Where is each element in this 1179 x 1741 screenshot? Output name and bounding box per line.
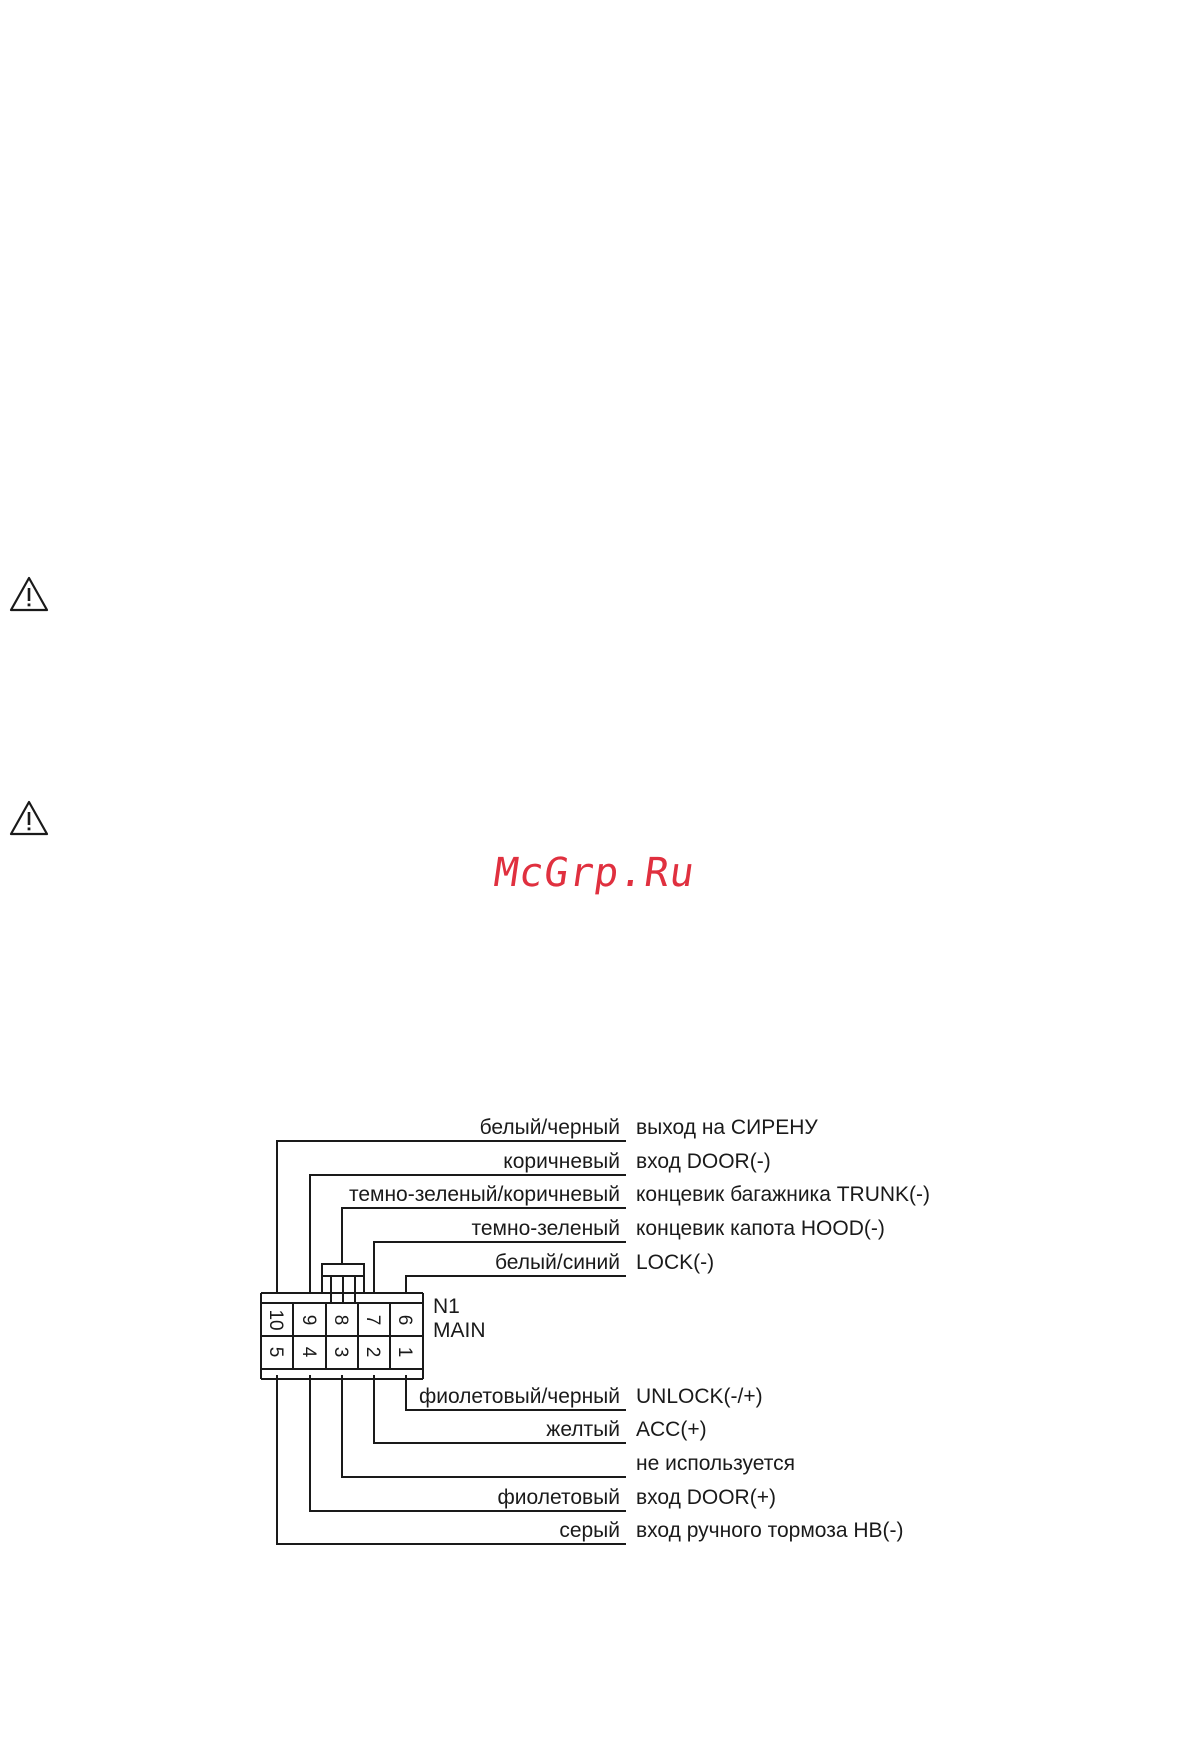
wire-color-label: желтый (546, 1418, 620, 1441)
wire-function-label: концевик капота HOOD(-) (636, 1217, 885, 1240)
pin-number: 2 (362, 1347, 383, 1358)
connector-subtitle: MAIN (433, 1319, 486, 1342)
pin-number: 8 (330, 1315, 351, 1326)
wire-function-label: вход DOOR(+) (636, 1486, 776, 1509)
wire-color-label: серый (559, 1519, 620, 1542)
wire-color-label: белый/черный (480, 1116, 620, 1139)
wire-pin-2 (373, 1375, 626, 1444)
pin-number: 5 (265, 1347, 286, 1358)
wire-function-label: ACC(+) (636, 1418, 707, 1441)
wire-color-label: коричневый (503, 1150, 620, 1173)
warning-triangle-icon (9, 800, 49, 836)
wire-color-label: темно-зеленый/коричневый (349, 1183, 620, 1206)
pin-number: 10 (265, 1309, 286, 1330)
wire-color-label: фиолетовый/черный (419, 1385, 620, 1408)
pin-number: 9 (298, 1315, 319, 1326)
pin-number: 3 (330, 1347, 351, 1358)
pin-number: 7 (362, 1315, 383, 1326)
wire-pin-6 (405, 1275, 626, 1293)
wire-function-label: вход ручного тормоза HB(-) (636, 1519, 904, 1542)
pin-number: 1 (394, 1347, 415, 1358)
warning-triangle-icon (9, 576, 49, 612)
wire-function-label: вход DOOR(-) (636, 1150, 771, 1173)
wire-pin-10 (276, 1140, 626, 1293)
wire-color-label: фиолетовый (497, 1486, 620, 1509)
wire-function-label: LOCK(-) (636, 1251, 714, 1274)
wire-pin-5 (276, 1375, 626, 1545)
connector-n1: 10 9 8 7 6 5 4 3 2 1 (260, 1263, 424, 1380)
pin-number: 4 (298, 1347, 319, 1358)
wire-color-label: белый/синий (495, 1251, 620, 1274)
connector-name: N1 (433, 1295, 460, 1318)
wire-pin-7 (373, 1241, 626, 1293)
wire-pin-4 (309, 1375, 626, 1512)
bottom-wires (276, 1375, 626, 1545)
wire-pin-3 (341, 1375, 626, 1478)
wire-function-label: UNLOCK(-/+) (636, 1385, 763, 1408)
wire-pin-9 (309, 1174, 626, 1293)
wire-function-label: концевик багажника TRUNK(-) (636, 1183, 930, 1206)
wire-pin-1 (405, 1375, 626, 1411)
wire-function-label: не используется (636, 1452, 795, 1475)
wire-function-label: выход на СИРЕНУ (636, 1116, 818, 1139)
pin-number: 6 (394, 1315, 415, 1326)
wire-color-label: темно-зеленый (472, 1217, 621, 1240)
top-wires (276, 1140, 626, 1293)
